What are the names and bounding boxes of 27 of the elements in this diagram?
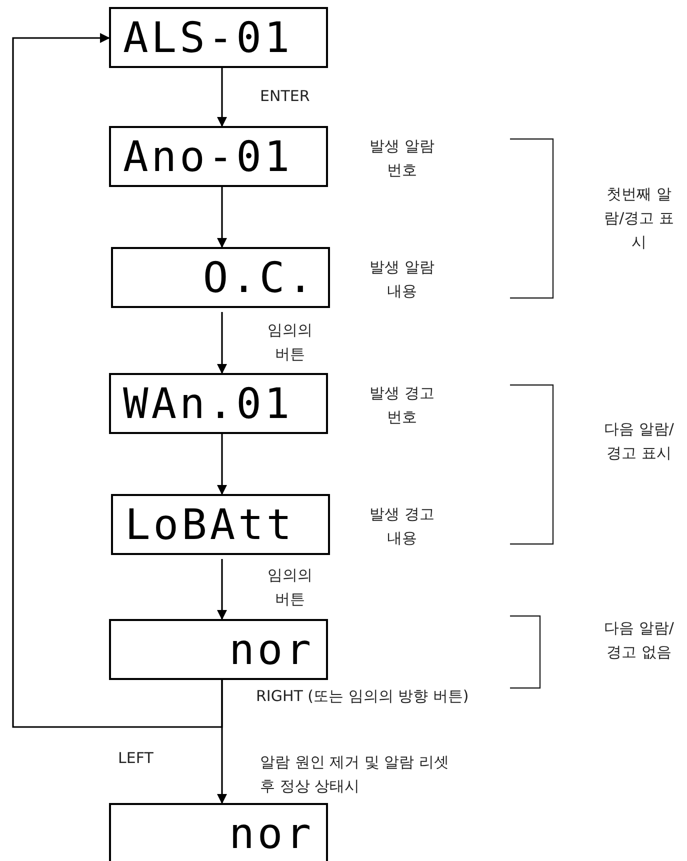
- segment-display: nor: [109, 803, 328, 861]
- group-label: 다음 알람/경고 없음: [603, 618, 675, 663]
- segment-display: LoBAtt: [111, 494, 330, 555]
- display-caption: 발생 알람 내용: [368, 257, 436, 302]
- segment-display: Ano-01: [109, 126, 328, 187]
- segment-display: WAn.01: [109, 373, 328, 434]
- arrow: [217, 68, 227, 127]
- arrow: [217, 559, 227, 620]
- arrow: [217, 187, 227, 248]
- edge-label: 임의의 버튼: [266, 320, 314, 365]
- display-caption: 발생 경고 내용: [368, 504, 436, 549]
- edge-label: 임의의 버튼: [266, 565, 314, 610]
- edge-label: RIGHT (또는 임의의 방향 버튼): [256, 686, 470, 707]
- arrow: [217, 312, 227, 374]
- arrow: [217, 434, 227, 495]
- condition-note: 알람 원인 제거 및 알람 리셋후 정상 상태시: [260, 752, 450, 797]
- arrow: [12, 33, 223, 728]
- segment-display: O.C.: [111, 247, 330, 308]
- arrow: [217, 680, 227, 804]
- display-caption: 발생 경고 번호: [368, 383, 436, 428]
- edge-label: ENTER: [260, 86, 311, 107]
- edge-label: LEFT: [118, 748, 154, 769]
- display-caption: 발생 알람 번호: [368, 136, 436, 181]
- segment-display: ALS-01: [109, 7, 328, 68]
- group-label: 첫번째 알람/경고 표시: [603, 184, 675, 253]
- group-label: 다음 알람/경고 표시: [603, 419, 675, 464]
- segment-display: nor: [109, 619, 328, 680]
